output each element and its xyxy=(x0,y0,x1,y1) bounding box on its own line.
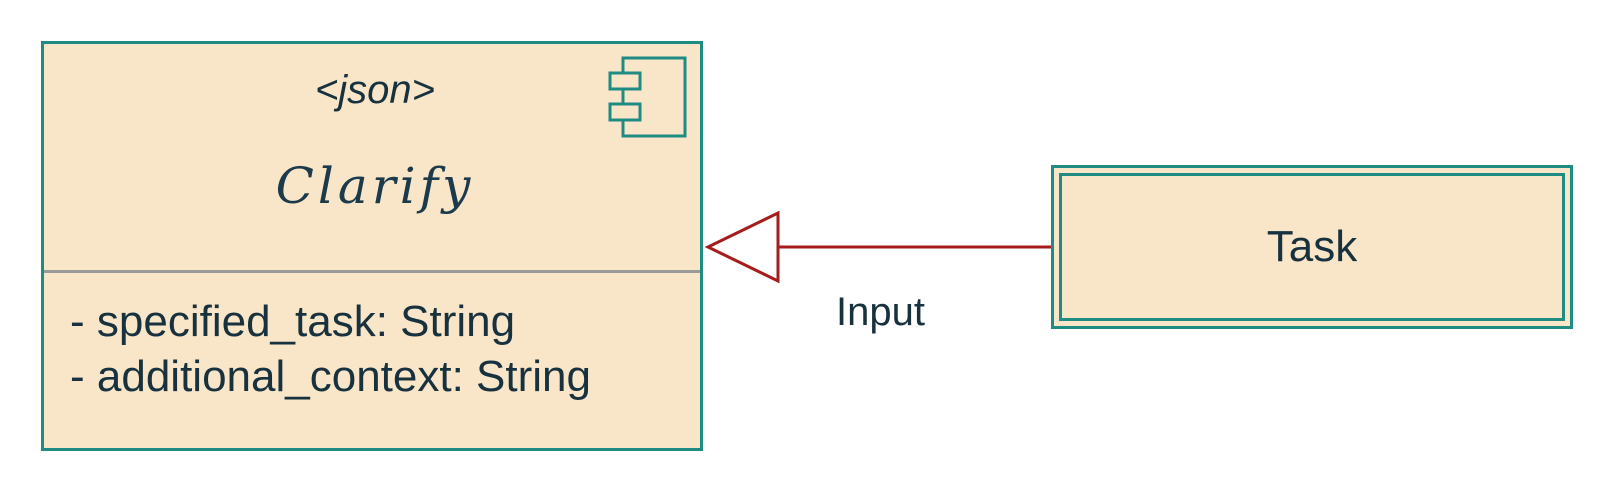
class-node-clarify[interactable]: <json> Clarify - specified_task: String … xyxy=(41,41,703,451)
connector-arrowhead xyxy=(704,210,780,284)
edge-label: Input xyxy=(836,290,925,334)
task-node-inner: Task xyxy=(1059,173,1565,321)
attribute-list: - specified_task: String - additional_co… xyxy=(70,294,591,404)
class-name: Clarify xyxy=(275,157,475,215)
attribute-item: - specified_task: String xyxy=(70,297,516,346)
uml-component-icon xyxy=(608,56,687,138)
task-node[interactable]: Task xyxy=(1051,165,1573,329)
attribute-item: - additional_context: String xyxy=(70,352,591,401)
class-stereotype: <json> xyxy=(314,68,436,112)
task-label: Task xyxy=(1266,222,1358,271)
class-divider xyxy=(44,270,700,273)
